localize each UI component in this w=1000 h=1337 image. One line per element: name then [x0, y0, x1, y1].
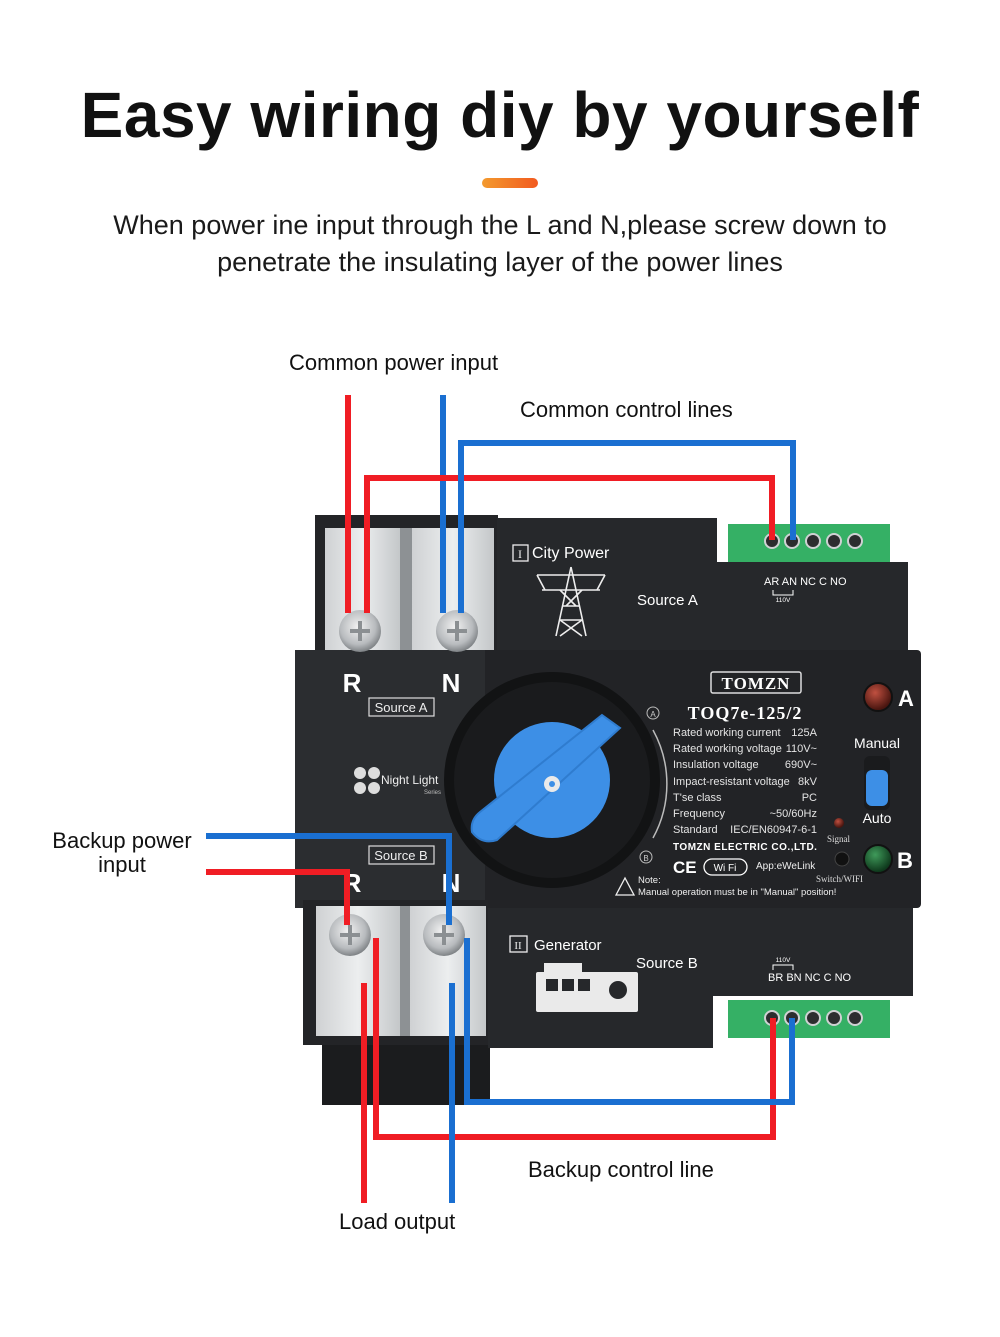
subtitle-line-1: When power ine input through the L and N…	[113, 210, 887, 240]
indicator-b-led	[863, 844, 893, 874]
brand-logo: TOMZN	[722, 674, 791, 693]
night-light-logo-icon	[354, 767, 380, 794]
svg-text:~50/60Hz: ~50/60Hz	[770, 808, 817, 820]
source-b-label: Source B	[636, 955, 698, 972]
wire-backup-control-blue	[464, 938, 795, 1105]
svg-text:II: II	[514, 940, 522, 952]
app-label: App:eWeLink	[756, 861, 816, 872]
wire-backup-control-red	[373, 938, 776, 1140]
pylon-icon	[536, 566, 606, 637]
svg-text:IEC/EN60947-6-1: IEC/EN60947-6-1	[730, 824, 817, 836]
svg-text:Wi Fi: Wi Fi	[714, 863, 737, 874]
manual-auto-toggle[interactable]	[866, 770, 888, 806]
signal-led	[834, 818, 844, 828]
svg-text:Rated working voltage: Rated working voltage	[673, 743, 782, 755]
svg-text:T'se class: T'se class	[673, 792, 722, 804]
control-top-labels: AR AN NC C NO	[764, 576, 847, 588]
indicator-a-led	[863, 682, 893, 712]
spec-list: Rated working current 125A Rated working…	[673, 727, 818, 836]
generator-label: Generator	[534, 937, 602, 954]
dial-mark-b: B	[643, 854, 648, 863]
warning-icon	[614, 876, 636, 896]
dial-mark-a: A	[650, 710, 656, 719]
manual-label: Manual	[854, 735, 900, 751]
generator-icon	[536, 963, 638, 1012]
source-a-label: Source A	[637, 592, 698, 609]
label-common-power-input: Common power input	[289, 350, 499, 375]
switch-wifi-label: Switch/WIFI	[816, 874, 863, 884]
source-b-tag: Source B	[374, 848, 427, 863]
wires	[206, 395, 796, 1203]
series-label: Series	[424, 790, 441, 796]
rotary-knob-handle[interactable]	[470, 713, 622, 843]
source-a-module	[497, 518, 717, 658]
title-accent-bar	[482, 178, 538, 188]
signal-label: Signal	[827, 834, 851, 844]
control-bottom-labels: BR BN NC C NO	[768, 972, 852, 984]
svg-text:I: I	[518, 547, 522, 561]
note-label: Note:	[638, 875, 661, 886]
model-number: TOQ7e-125/2	[688, 703, 803, 723]
terminal-r-top-label: R	[343, 668, 362, 698]
wifi-button[interactable]	[834, 851, 850, 867]
subtitle-line-2: penetrate the insulating layer of the po…	[217, 247, 783, 277]
label-common-control-lines: Common control lines	[520, 397, 733, 422]
svg-text:110V: 110V	[776, 957, 791, 964]
indicator-b-label: B	[897, 848, 913, 873]
svg-text:110V~: 110V~	[786, 743, 817, 755]
label-backup-control-line: Backup control line	[528, 1157, 714, 1182]
terminal-n-top-label: N	[442, 668, 461, 698]
company-name: TOMZN ELECTRIC CO.,LTD.	[673, 842, 817, 853]
ce-mark: CE	[673, 858, 697, 877]
svg-text:Standard: Standard	[673, 824, 718, 836]
page-title: Easy wiring diy by yourself	[80, 79, 920, 151]
subtitle: When power ine input through the L and N…	[60, 207, 940, 281]
ats-device: R N R N Source A Source B Night Light Se…	[295, 515, 921, 1105]
svg-text:690V~: 690V~	[785, 759, 817, 771]
wire-backup-power-red	[206, 869, 350, 925]
city-power-label: City Power	[532, 545, 610, 562]
label-backup-power-input: Backup power input	[52, 828, 192, 877]
svg-text:Rated working current: Rated working current	[673, 727, 781, 739]
svg-text:110V: 110V	[776, 597, 791, 604]
svg-text:125A: 125A	[791, 727, 817, 739]
wire-common-control-red	[364, 475, 775, 613]
wifi-badge	[703, 858, 748, 876]
wire-backup-power-blue	[206, 833, 452, 925]
auto-label: Auto	[863, 810, 892, 826]
source-a-tag: Source A	[375, 700, 428, 715]
svg-text:Frequency: Frequency	[673, 808, 725, 820]
svg-text:Insulation voltage: Insulation voltage	[673, 759, 759, 771]
wire-common-control-blue	[458, 440, 796, 613]
note-text: Manual operation must be in "Manual" pos…	[638, 887, 836, 898]
svg-text:PC: PC	[802, 792, 817, 804]
indicator-a-label: A	[898, 686, 914, 711]
night-light-label: Night Light	[381, 773, 439, 787]
svg-text:8kV: 8kV	[798, 776, 818, 788]
svg-text:Impact-resistant voltage: Impact-resistant voltage	[673, 776, 790, 788]
label-load-output: Load output	[339, 1209, 456, 1234]
